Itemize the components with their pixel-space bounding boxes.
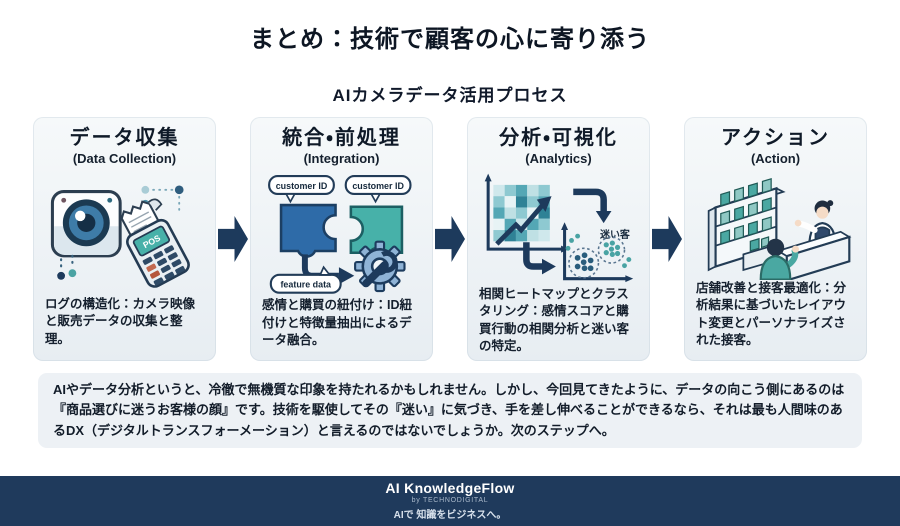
store-counter-icon [707, 177, 852, 280]
customer [759, 238, 799, 280]
step-description: ログの構造化：カメラ映像と販売データの収集と整理。 [45, 296, 196, 346]
cluster-dots-teal [565, 233, 632, 269]
step-title: 分析・可視化 [499, 127, 618, 149]
brand-tagline: AIで 知識をビジネスへ。 [393, 510, 507, 521]
heatmap-cluster-icon: 迷い客 [484, 173, 634, 283]
cluster-dots-navy [574, 252, 594, 272]
customer-id-label: customer ID [352, 181, 404, 191]
puzzle-gear-icon: customer ID customer ID [268, 175, 412, 294]
infographic-slide: まとめ：技術で顧客の心に寄り添う AIカメラデータ活用プロセス データ収集 (D… [0, 24, 900, 526]
brand-logo-text: AI KnowledgeFlow [385, 480, 515, 496]
process-flow: データ収集 (Data Collection) [33, 117, 867, 361]
step-title: アクション [721, 127, 830, 149]
step-card-data-collection: データ収集 (Data Collection) [33, 117, 216, 361]
step-subtitle-en: (Data Collection) [72, 151, 177, 166]
step-description: 店舗改善と接客最適化：分析結果に基づいたレイアウト変更とパーソナライズされた接客… [696, 280, 847, 348]
customer-id-label: customer ID [276, 181, 328, 191]
step-subtitle-en: (Action) [750, 151, 801, 166]
step-subtitle-en: (Analytics) [525, 151, 592, 166]
heatmap-cluster-illustration: 迷い客 [476, 171, 641, 286]
summary-note: AIやデータ分析というと、冷徹で無機質な印象を持たれるかもしれません。しかし、今… [38, 373, 862, 449]
step-card-integration: 統合・前処理 (Integration) customer ID custome… [250, 117, 433, 361]
camera-pos-icon: POS [50, 185, 190, 288]
process-subtitle: AIカメラデータ活用プロセス [332, 86, 568, 105]
page-title: まとめ：技術で顧客の心に寄り添う [250, 26, 650, 53]
footer: AI KnowledgeFlow by TECHNODIGITAL AIで 知識… [0, 476, 900, 526]
summary-text: AIやデータ分析というと、冷徹で無機質な印象を持たれるかもしれません。しかし、今… [53, 382, 845, 438]
flow-arrow-icon [652, 216, 682, 262]
shelf-products [720, 177, 772, 245]
flow-arrow-icon [218, 216, 248, 262]
brand-byline: by TECHNODIGITAL [411, 497, 489, 504]
camera-pos-illustration: POS [42, 171, 207, 296]
puzzle-gear-illustration: customer ID customer ID [259, 171, 424, 297]
gear-icon [354, 240, 406, 293]
store-counter-illustration [693, 171, 858, 280]
step-description: 相関ヒートマップとクラスタリング：感情スコアと購買行動の相関分析と迷い客の特定。 [479, 286, 630, 354]
step-description: 感情と購買の紐付け：ID紐付けと特徴量抽出によるデータ融合。 [262, 298, 413, 347]
step-title: データ収集 [69, 127, 180, 149]
step-card-action: アクション (Action) [684, 117, 867, 361]
step-card-analytics: 分析・可視化 (Analytics) [467, 117, 650, 361]
feature-data-label: feature data [280, 280, 332, 290]
flow-arrow-icon [435, 216, 465, 262]
step-subtitle-en: (Integration) [303, 151, 380, 166]
step-title: 統合・前処理 [282, 127, 401, 149]
hesitating-customer-label: 迷い客 [600, 228, 631, 241]
puzzle-piece-blue [279, 203, 337, 258]
